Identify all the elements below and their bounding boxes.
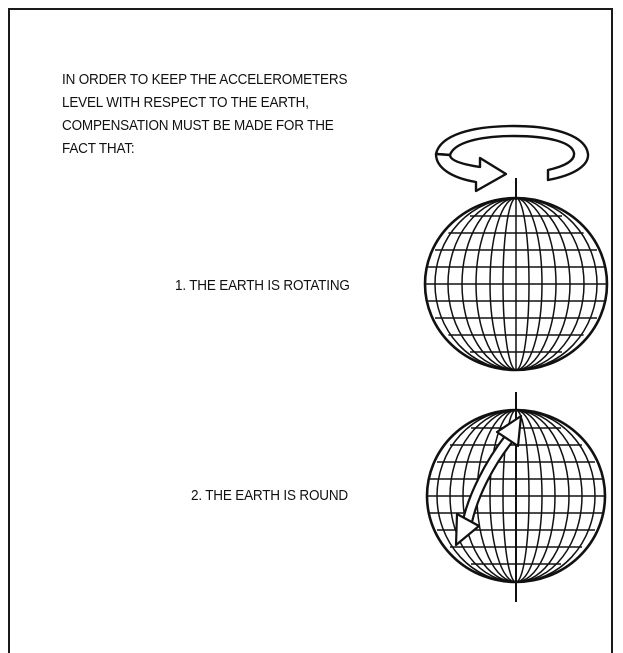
intro-line-1: IN ORDER TO KEEP THE ACCELEROMETERS	[62, 68, 347, 91]
item-1-label: 1. THE EARTH IS ROTATING	[175, 274, 350, 297]
intro-line-3: COMPENSATION MUST BE MADE FOR THE	[62, 114, 347, 137]
intro-line-4: FACT THAT:	[62, 137, 347, 160]
intro-text: IN ORDER TO KEEP THE ACCELEROMETERS LEVE…	[62, 68, 347, 160]
item-2-label: 2. THE EARTH IS ROUND	[191, 484, 348, 507]
intro-line-2: LEVEL WITH RESPECT TO THE EARTH,	[62, 91, 347, 114]
